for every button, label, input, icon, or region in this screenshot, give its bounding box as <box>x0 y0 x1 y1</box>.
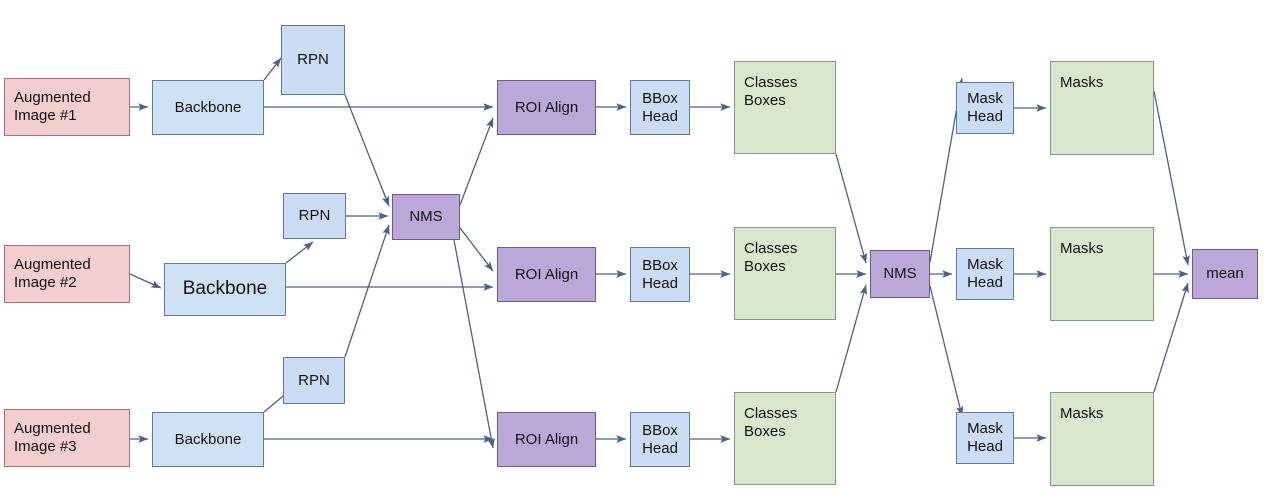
node-aug1[interactable]: Augmented Image #1 <box>4 78 130 136</box>
edge-nms1-to-roi2 <box>459 227 494 272</box>
node-label-rpn3: RPN <box>298 371 330 389</box>
node-label-bbox3: BBox Head <box>642 421 678 457</box>
edge-backbone1-to-rpn1 <box>263 57 282 81</box>
node-cb3[interactable]: Classes Boxes <box>734 392 836 485</box>
node-label-masks1: Masks <box>1060 74 1104 91</box>
edge-backbone2-to-rpn2 <box>285 241 314 264</box>
node-nms1[interactable]: NMS <box>392 194 460 240</box>
node-bbox2[interactable]: BBox Head <box>630 247 690 302</box>
node-label-roi2: ROI Align <box>514 265 579 283</box>
node-mask1[interactable]: Mask Head <box>956 82 1014 134</box>
node-rpn3[interactable]: RPN <box>283 357 345 404</box>
edge-masks1-to-mean <box>1153 90 1190 266</box>
node-label-backbone1: Backbone <box>174 98 242 116</box>
node-label-masks2: Masks <box>1060 240 1104 257</box>
node-label-masks3: Masks <box>1060 405 1104 422</box>
node-backbone1[interactable]: Backbone <box>152 80 264 135</box>
edge-aug2-to-backbone2 <box>129 273 162 289</box>
node-label-roi1: ROI Align <box>514 98 579 116</box>
edge-rpn1-to-nms1 <box>344 94 390 207</box>
node-mask2[interactable]: Mask Head <box>956 248 1014 300</box>
node-label-cb2: Classes Boxes <box>744 240 798 275</box>
node-rpn2[interactable]: RPN <box>283 193 346 239</box>
node-label-backbone2: Backbone <box>182 278 268 300</box>
node-label-cb3: Classes Boxes <box>744 405 798 440</box>
node-label-backbone3: Backbone <box>174 430 242 448</box>
edge-nms1-to-roi1 <box>459 117 494 206</box>
node-roi3[interactable]: ROI Align <box>497 412 596 467</box>
node-label-aug2: Augmented Image #2 <box>14 256 91 291</box>
edge-cb1-to-nms2 <box>835 153 868 264</box>
node-cb2[interactable]: Classes Boxes <box>734 227 836 320</box>
node-roi2[interactable]: ROI Align <box>497 247 596 302</box>
node-label-mean: mean <box>1206 265 1244 283</box>
node-bbox1[interactable]: BBox Head <box>630 80 690 135</box>
node-bbox3[interactable]: BBox Head <box>630 412 690 467</box>
node-label-mask2: Mask Head <box>967 256 1003 291</box>
node-aug3[interactable]: Augmented Image #3 <box>4 409 130 467</box>
node-label-roi3: ROI Align <box>514 430 579 448</box>
edge-rpn3-to-nms1 <box>344 224 390 358</box>
node-label-nms2: NMS <box>883 265 917 283</box>
node-label-bbox2: BBox Head <box>642 256 678 292</box>
edge-nms1-to-roi3 <box>453 239 495 449</box>
node-label-aug1: Augmented Image #1 <box>14 89 91 124</box>
node-backbone2[interactable]: Backbone <box>164 263 286 316</box>
node-label-cb1: Classes Boxes <box>744 74 798 109</box>
node-label-rpn1: RPN <box>297 51 329 69</box>
node-masks3[interactable]: Masks <box>1050 392 1154 486</box>
node-roi1[interactable]: ROI Align <box>497 80 596 135</box>
node-nms2[interactable]: NMS <box>870 250 930 298</box>
edge-cb3-to-nms2 <box>835 284 868 393</box>
node-label-nms1: NMS <box>409 208 443 226</box>
node-rpn1[interactable]: RPN <box>281 25 345 95</box>
node-label-aug3: Augmented Image #3 <box>14 420 91 455</box>
node-mean[interactable]: mean <box>1192 249 1258 299</box>
node-mask3[interactable]: Mask Head <box>956 412 1014 464</box>
node-label-mask1: Mask Head <box>967 90 1003 125</box>
edge-nms2-to-mask3 <box>929 285 964 417</box>
edge-masks3-to-mean <box>1153 282 1189 393</box>
node-label-rpn2: RPN <box>298 207 331 225</box>
node-label-mask3: Mask Head <box>967 420 1003 455</box>
node-aug2[interactable]: Augmented Image #2 <box>4 245 130 303</box>
node-backbone3[interactable]: Backbone <box>152 412 264 467</box>
node-cb1[interactable]: Classes Boxes <box>734 61 836 154</box>
node-label-bbox1: BBox Head <box>642 89 678 125</box>
node-masks2[interactable]: Masks <box>1050 227 1154 321</box>
node-masks1[interactable]: Masks <box>1050 61 1154 155</box>
